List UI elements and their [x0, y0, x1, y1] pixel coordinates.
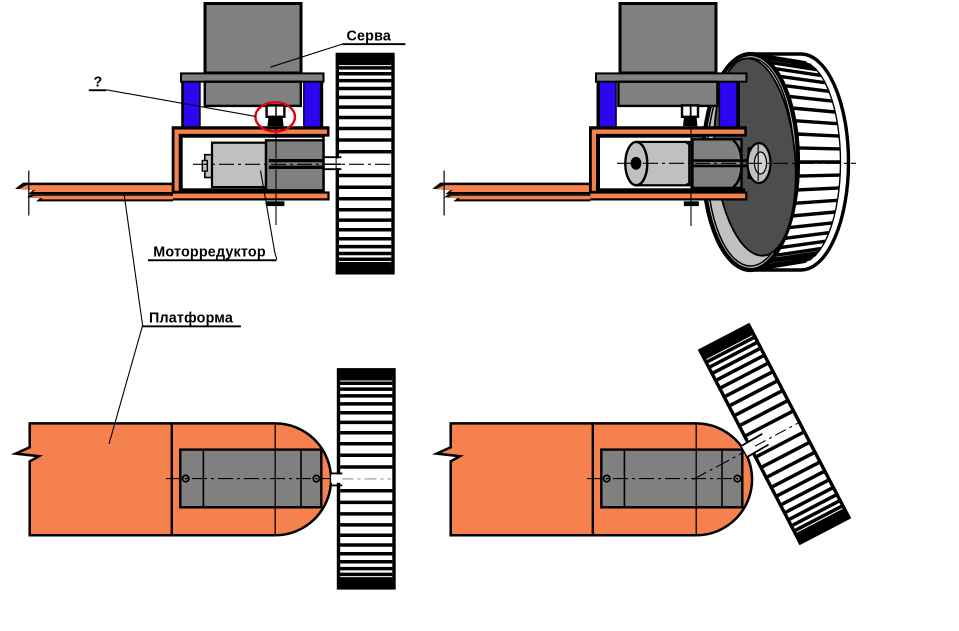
- svg-text:?: ?: [94, 75, 103, 91]
- svg-text:Серва: Серва: [347, 29, 392, 45]
- svg-text:Моторредуктор: Моторредуктор: [153, 245, 266, 261]
- svg-text:Платформа: Платформа: [149, 311, 234, 327]
